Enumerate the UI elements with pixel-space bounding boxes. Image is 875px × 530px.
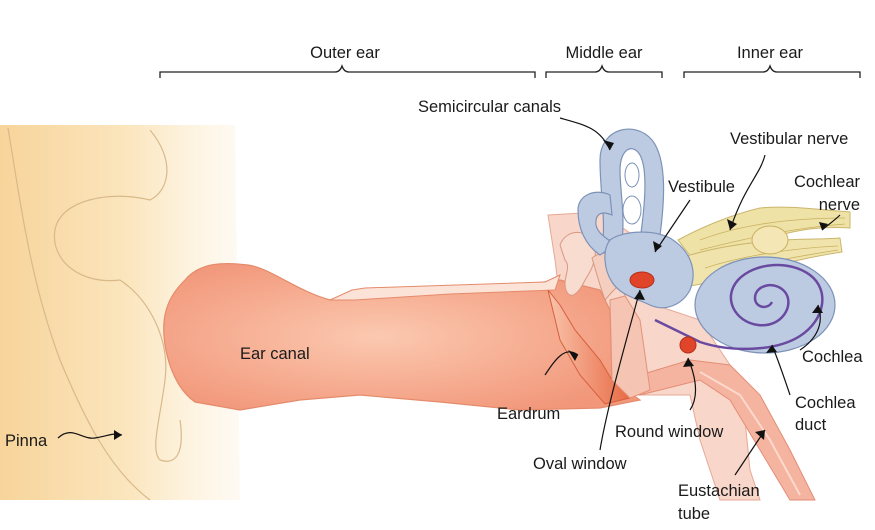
pinna-lobe-outline (119, 279, 182, 462)
oval-window-shape (629, 271, 655, 289)
eardrum-label: Eardrum (497, 405, 561, 423)
cochlear-nerve-label-line2: nerve (818, 196, 860, 214)
semicircular-canals-label: Semicircular canals (418, 98, 562, 116)
inner-ear-label: Inner ear (736, 44, 804, 62)
outer-ear-label: Outer ear (310, 44, 380, 62)
vestibular-nerve-label: Vestibular nerve (730, 130, 849, 148)
ossicle-malleus (559, 231, 596, 296)
cochlea-duct-label-line2: duct (795, 416, 827, 434)
pinna-fold-outline (7, 127, 151, 501)
round-window-label: Round window (615, 423, 724, 441)
pinna-label: Pinna (5, 432, 48, 450)
eustachian-tube-lining (699, 371, 801, 496)
round-window-shape (679, 336, 697, 354)
eustachian-tube-label-line1: Eustachian (678, 482, 760, 500)
leader-eardrum (544, 351, 579, 376)
vestibule-shape (604, 231, 694, 309)
leader-arrowheads (114, 140, 828, 440)
leader-cochlea-duct (771, 344, 791, 396)
cochlea-shape (654, 256, 836, 354)
middle-ear-bracket (545, 63, 663, 78)
outer-ear-bracket (159, 63, 536, 78)
inner-ear-bracket (683, 63, 861, 78)
semicircular-canals-shape (577, 128, 665, 256)
leader-oval-window (599, 289, 641, 451)
pinna-inner-outline (53, 129, 168, 282)
eustachian-tube-label-line2: tube (678, 505, 711, 523)
oval-window-label: Oval window (533, 455, 627, 473)
middle-ear-label: Middle ear (565, 44, 643, 62)
cochlear-nerve-label-line1: Cochlear (793, 173, 860, 191)
cochlea-spiral (654, 263, 824, 351)
leader-cochlear-nerve (821, 214, 841, 231)
eustachian-tube-shape (639, 359, 816, 501)
cochlea-label: Cochlea (802, 348, 863, 366)
leader-vestibular-nerve (729, 154, 766, 231)
vestibule-label: Vestibule (668, 178, 735, 196)
ear-canal-label: Ear canal (240, 345, 310, 363)
cochlea-duct-label-line1: Cochlea (795, 394, 856, 412)
canal-top-rim (329, 274, 561, 301)
nerve-ganglion (751, 225, 789, 255)
